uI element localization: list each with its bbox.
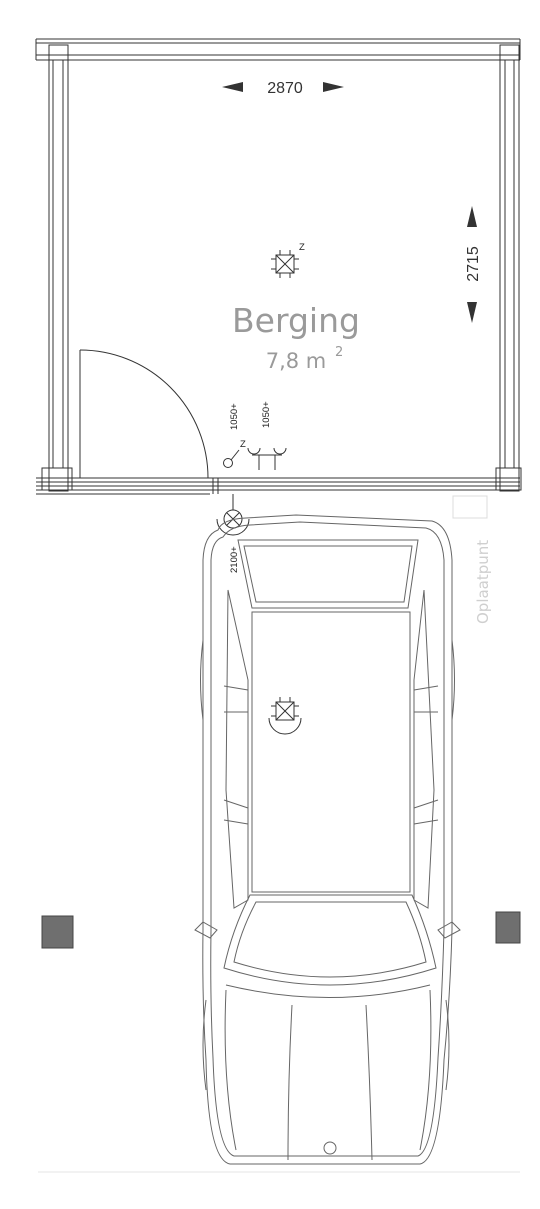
width-dimension-label: 2870 (267, 80, 303, 97)
room-area: 7,8 m (266, 349, 327, 373)
door-swing (79, 349, 209, 479)
depth-dimension (467, 206, 477, 323)
car-outline (194, 514, 461, 1165)
width-dimension (222, 82, 344, 92)
arrow-left-icon (222, 82, 243, 92)
post-marker-left (41, 915, 74, 949)
outdoor-light-height-label: 2100+ (229, 546, 240, 573)
charge-point-box (452, 495, 488, 519)
ceiling-light-icon (271, 250, 299, 278)
switch-icon (223, 449, 240, 468)
socket-height-label: 1050+ (261, 401, 272, 428)
switch-height-label: 1050+ (229, 403, 240, 430)
socket-icon (247, 447, 287, 470)
left-wall (41, 44, 73, 492)
room-area-exponent: 2 (335, 345, 343, 360)
post-marker-right (495, 911, 521, 944)
top-wall (35, 38, 521, 61)
arrow-up-icon (467, 206, 477, 227)
right-wall (495, 44, 522, 492)
carport-light-icon (268, 697, 302, 735)
charge-point-label: Oplaatpunt (474, 540, 492, 624)
room-name: Berging (232, 301, 360, 340)
switch-label: Z (240, 439, 246, 450)
arrow-down-icon (467, 302, 477, 323)
depth-dimension-label: 2715 (465, 246, 482, 282)
bottom-wall (36, 477, 520, 495)
ceiling-light-label: Z (299, 242, 305, 253)
arrow-right-icon (323, 82, 344, 92)
